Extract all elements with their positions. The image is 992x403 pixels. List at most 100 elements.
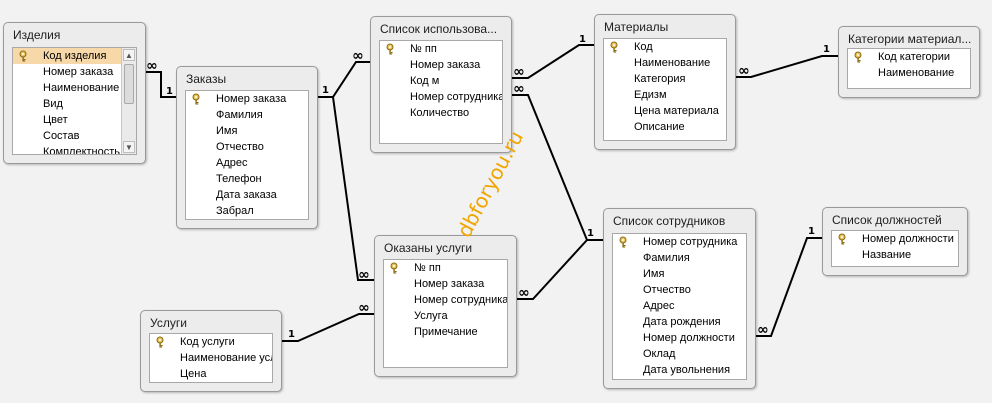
cardinality-many: ∞ — [513, 64, 525, 80]
field-name: Номер сотрудника — [414, 294, 508, 306]
field-row[interactable]: Цвет — [13, 112, 122, 128]
field-row-primary-key[interactable]: Номер должности — [832, 231, 958, 247]
field-row[interactable]: Наименование — [848, 65, 970, 81]
relation-line-zakazy-okazany[interactable] — [332, 96, 374, 281]
field-row[interactable]: Едизм — [604, 87, 726, 103]
field-name: Номер заказа — [216, 93, 287, 105]
cardinality-one: 1 — [587, 228, 594, 239]
field-row[interactable]: Адрес — [613, 298, 746, 314]
field-row[interactable]: Вид — [13, 96, 122, 112]
field-row-primary-key[interactable]: № пп — [380, 41, 502, 57]
field-name: Наименование — [878, 67, 955, 79]
field-row[interactable]: Номер заказа — [384, 276, 507, 292]
scroll-down-arrow-icon[interactable]: ▼ — [123, 141, 135, 153]
field-row[interactable]: Название — [832, 247, 958, 263]
field-row-primary-key[interactable]: Код категории — [848, 49, 970, 65]
field-row[interactable]: Забрал — [186, 203, 308, 219]
table-title[interactable]: Оказаны услуги — [384, 241, 473, 255]
field-name: Отчество — [643, 284, 691, 296]
field-name: Дата заказа — [216, 189, 277, 201]
field-row[interactable]: Услуга — [384, 308, 507, 324]
field-row[interactable]: Дата рождения — [613, 314, 746, 330]
field-row[interactable]: Категория — [604, 71, 726, 87]
table-title[interactable]: Список сотрудников — [613, 214, 726, 228]
scroll-up-arrow-icon[interactable]: ▲ — [123, 49, 135, 61]
field-row[interactable]: Имя — [186, 123, 308, 139]
field-row[interactable]: Адрес — [186, 155, 308, 171]
field-row[interactable]: Примечание — [384, 324, 507, 340]
field-row[interactable]: Наименование — [13, 80, 122, 96]
field-row[interactable]: Наименование услуги — [150, 350, 272, 366]
primary-key-icon — [156, 336, 168, 348]
field-row[interactable]: Код м — [380, 73, 502, 89]
relation-line-zakazy-izdeliya[interactable] — [146, 71, 176, 98]
relation-line-kategorii-materialy[interactable] — [736, 55, 838, 78]
field-row-primary-key[interactable]: Код изделия — [13, 48, 122, 64]
field-row[interactable]: Номер сотрудника — [384, 292, 507, 308]
field-row[interactable]: Номер заказа — [380, 57, 502, 73]
field-row[interactable]: Наименование — [604, 55, 726, 71]
table-title[interactable]: Категории материал... — [848, 32, 972, 46]
field-row[interactable]: Номер заказа — [13, 64, 122, 80]
primary-key-icon — [610, 41, 622, 53]
field-row[interactable]: Цена материала — [604, 103, 726, 119]
field-name: Адрес — [643, 300, 675, 312]
cardinality-one: 1 — [808, 226, 815, 237]
field-row[interactable]: Имя — [613, 266, 746, 282]
vertical-scrollbar[interactable]: ▲ ▼ — [121, 48, 136, 154]
field-row[interactable]: Состав — [13, 128, 122, 144]
table-title[interactable]: Заказы — [186, 72, 227, 86]
relation-line-uslugi-okazany[interactable] — [282, 313, 374, 342]
field-row[interactable]: Отчество — [613, 282, 746, 298]
field-name: Код категории — [878, 51, 951, 63]
field-row[interactable]: Отчество — [186, 139, 308, 155]
field-row[interactable]: Дата увольнения — [613, 362, 746, 378]
field-row[interactable]: Цена — [150, 366, 272, 382]
table-title[interactable]: Изделия — [13, 28, 61, 42]
field-row-primary-key[interactable]: Номер заказа — [186, 91, 308, 107]
field-row[interactable]: Номер должности — [613, 330, 746, 346]
field-name: Описание — [634, 121, 685, 133]
field-row[interactable]: Описание — [604, 119, 726, 135]
field-name: Название — [862, 249, 912, 261]
relation-line-zakazy-spisok[interactable] — [318, 61, 370, 98]
field-row[interactable]: Комплектность — [13, 144, 122, 155]
table-title[interactable]: Список использова... — [380, 22, 498, 36]
relation-line-dolzhnosti-sotrudniki[interactable] — [756, 237, 822, 337]
field-row[interactable]: Номер сотрудника — [380, 89, 502, 105]
field-row[interactable]: Фамилия — [613, 250, 746, 266]
table-title[interactable]: Услуги — [150, 316, 187, 330]
field-name: Отчество — [216, 141, 264, 153]
table-title[interactable]: Список должностей — [832, 213, 942, 227]
relation-line-materialy-spisok[interactable] — [512, 44, 594, 79]
field-row[interactable]: Дата заказа — [186, 187, 308, 203]
relation-line-sotrudniki-spisok[interactable] — [512, 94, 603, 241]
cardinality-one: 1 — [166, 86, 173, 97]
table-title[interactable]: Материалы — [604, 20, 669, 34]
field-row[interactable]: Телефон — [186, 171, 308, 187]
field-row[interactable]: Фамилия — [186, 107, 308, 123]
cardinality-many: ∞ — [518, 285, 530, 301]
cardinality-many: ∞ — [513, 81, 525, 97]
field-row[interactable]: Количество — [380, 105, 502, 121]
field-row-primary-key[interactable]: № пп — [384, 260, 507, 276]
primary-key-icon — [619, 236, 631, 248]
field-row[interactable]: Оклад — [613, 346, 746, 362]
relation-line-sotrudniki-okazany[interactable] — [517, 239, 588, 300]
field-row-primary-key[interactable]: Код услуги — [150, 334, 272, 350]
field-row-primary-key[interactable]: Код — [604, 39, 726, 55]
field-name: Номер сотрудника — [643, 236, 738, 248]
field-row-primary-key[interactable]: Номер сотрудника — [613, 234, 746, 250]
scroll-thumb[interactable] — [124, 64, 134, 104]
field-name: Комплектность — [43, 146, 121, 155]
